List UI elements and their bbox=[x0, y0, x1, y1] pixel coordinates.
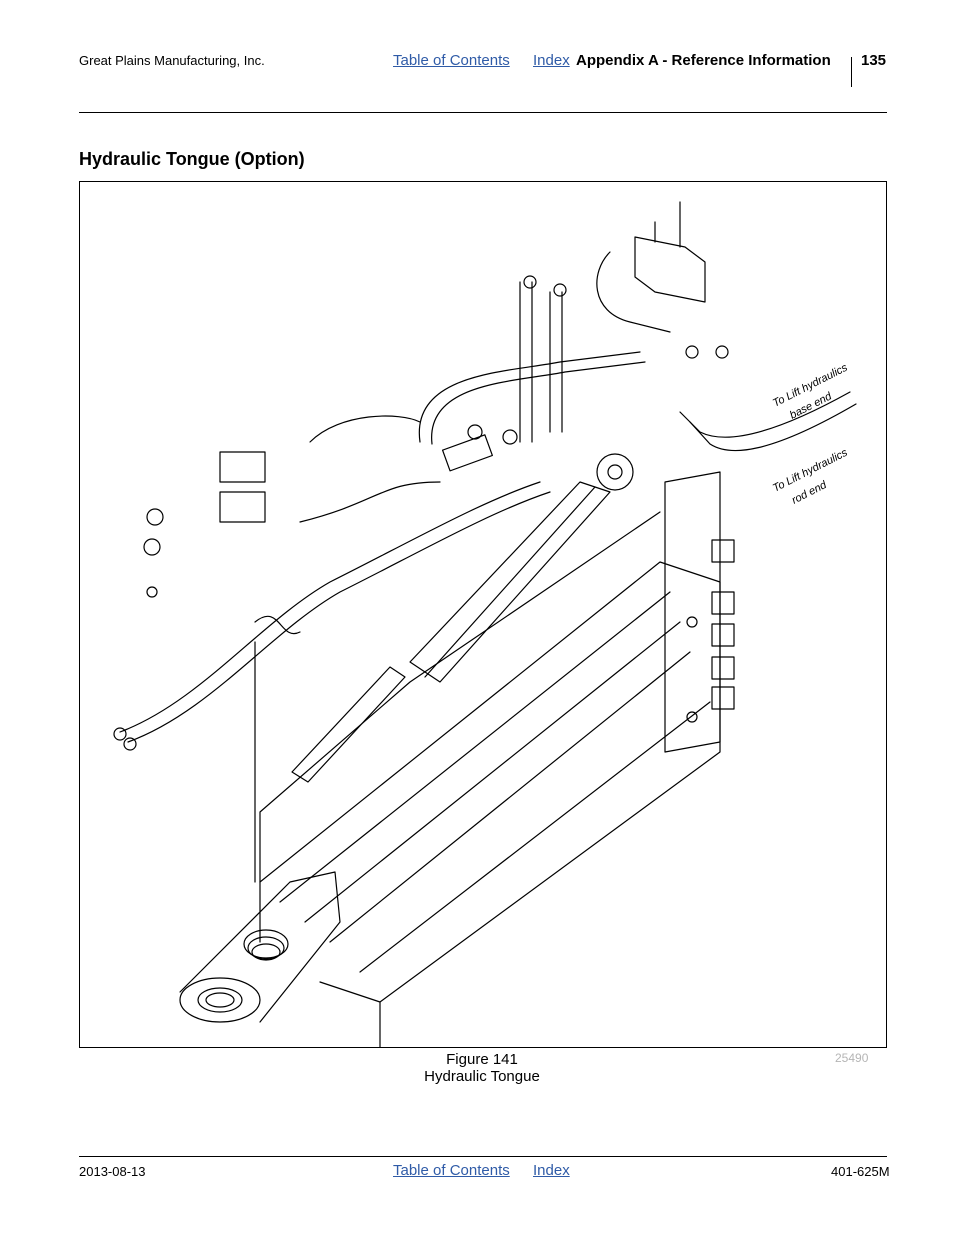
callout-labels: To Lift hydraulics base end To Lift hydr… bbox=[771, 361, 850, 506]
figure-id: 25490 bbox=[835, 1051, 869, 1065]
footer-toc-link[interactable]: Table of Contents bbox=[393, 1162, 510, 1179]
footer-index-link[interactable]: Index bbox=[533, 1162, 570, 1179]
hydraulic-tongue-illustration bbox=[113, 201, 857, 1047]
header-index-link[interactable]: Index bbox=[533, 52, 570, 69]
section-title: Appendix A - Reference Information bbox=[576, 52, 831, 69]
header-divider bbox=[851, 57, 852, 87]
figure-caption-number: Figure 141 bbox=[446, 1051, 518, 1068]
header-rule bbox=[79, 112, 887, 113]
figure-caption-title: Hydraulic Tongue bbox=[424, 1068, 540, 1085]
footer-date: 2013-08-13 bbox=[79, 1164, 146, 1179]
footer-doc-number: 401-625M bbox=[831, 1164, 890, 1179]
figure-frame: To Lift hydraulics base end To Lift hydr… bbox=[79, 181, 887, 1048]
header-toc-link[interactable]: Table of Contents bbox=[393, 52, 510, 69]
company-name: Great Plains Manufacturing, Inc. bbox=[79, 53, 265, 68]
page-number: 135 bbox=[861, 52, 887, 69]
footer-rule bbox=[79, 1156, 887, 1157]
page-title: Hydraulic Tongue (Option) bbox=[79, 149, 305, 169]
